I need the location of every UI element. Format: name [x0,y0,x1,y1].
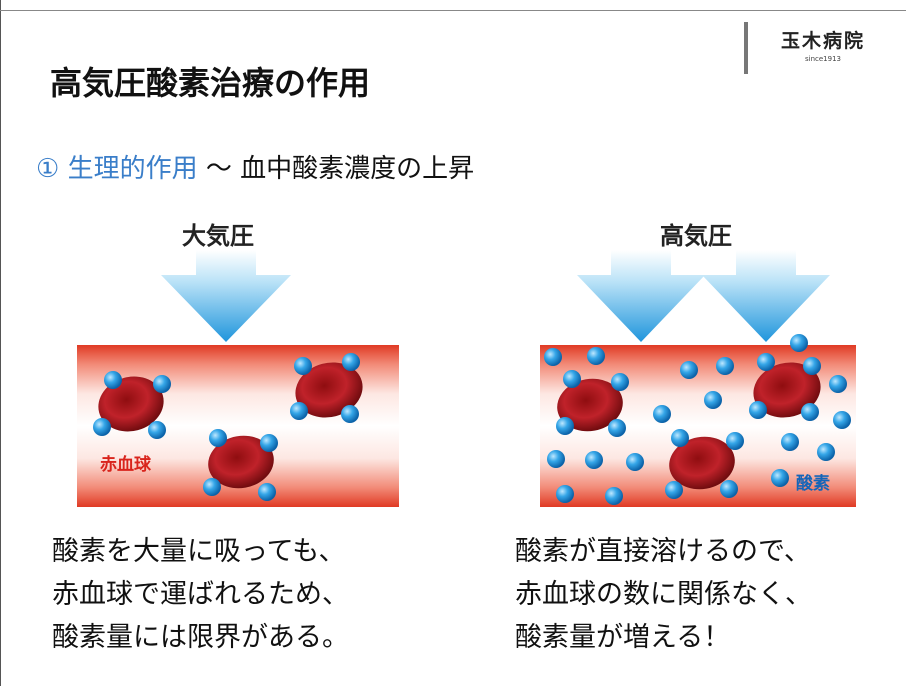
left-panel-label: 大気圧 [182,222,254,250]
hospital-logo: 玉木病院 since1913 [744,22,894,74]
arrow-left [161,250,291,342]
rbc-right-2 [669,436,735,490]
subtitle-separator: 〜 [205,154,232,184]
slide-left-edge [0,0,1,686]
section-subtitle: ① 生理的作用 〜 血中酸素濃度の上昇 [36,148,474,185]
left-caption-line-3: 酸素量には限界がある。 [52,622,349,653]
right-panel-label: 高気圧 [660,222,732,250]
logo-name: 玉木病院 [780,30,865,52]
rbc-label: 赤血球 [100,454,152,475]
left-caption-line-2: 赤血球で運ばれるため、 [52,579,349,610]
right-caption-line-1: 酸素が直接溶けるので、 [515,536,811,567]
rbc-left-3 [295,362,363,418]
logo-bar [744,22,748,74]
oxygen-label: 酸素 [796,473,830,494]
left-caption: 酸素を大量に吸っても、 赤血球で運ばれるため、 酸素量には限界がある。 [52,530,349,659]
rbc-left-2 [208,435,274,489]
subtitle-rest: 血中酸素濃度の上昇 [240,154,475,184]
right-caption: 酸素が直接溶けるので、 赤血球の数に関係なく、 酸素量が増える！ [515,530,812,659]
left-caption-line-1: 酸素を大量に吸っても、 [52,536,346,567]
right-caption-line-3: 酸素量が増える！ [515,622,731,653]
subtitle-highlight: 生理的作用 [67,154,198,184]
arrow-right-2 [702,250,830,342]
rbc-left-1 [98,376,164,432]
slide-top-edge [0,10,906,11]
logo-since: since1913 [805,55,841,63]
rbc-right-3 [753,362,821,418]
arrow-right-1 [577,250,705,342]
subtitle-number: ① [36,154,60,184]
oxygen-molecules-left [93,353,360,501]
right-caption-line-2: 赤血球の数に関係なく、 [515,579,812,610]
oxygen-molecules-right [544,334,851,505]
page-title: 高気圧酸素治療の作用 [50,64,371,102]
rbc-right-1 [557,378,623,432]
